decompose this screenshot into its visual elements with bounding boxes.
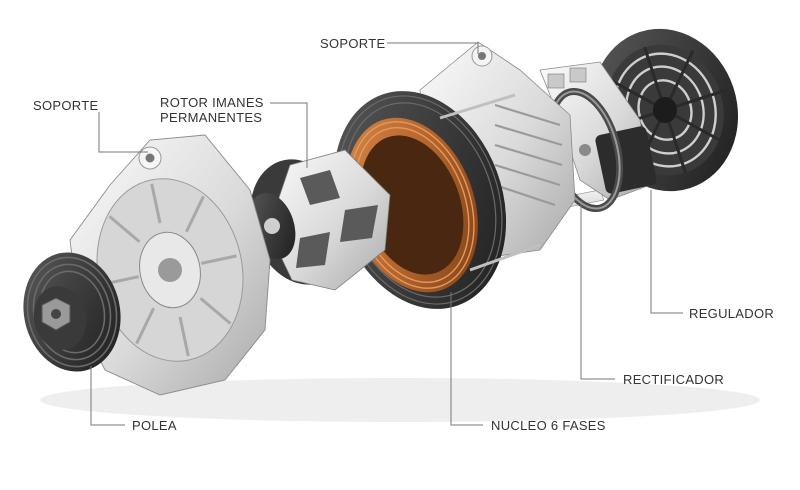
label-rectificador: RECTIFICADOR (623, 372, 725, 387)
leader-rectificador (580, 205, 615, 380)
pulley (23, 252, 121, 372)
leader-soporte-top (387, 42, 479, 54)
label-soporte-top: SOPORTE (320, 36, 386, 51)
label-rotor-line1: ROTOR IMANES (160, 95, 264, 110)
label-rotor-line2: PERMANENTES (160, 110, 263, 125)
leader-regulador (650, 190, 683, 314)
leader-lines (90, 42, 683, 426)
rotor (248, 149, 391, 291)
leader-nucleo (450, 292, 483, 426)
label-soporte-left: SOPORTE (33, 98, 99, 113)
leader-soporte-left (98, 112, 148, 153)
label-nucleo: NUCLEO 6 FASES (491, 418, 606, 433)
rear-cover (591, 28, 739, 192)
front-support-housing (69, 134, 271, 396)
leader-polea (90, 366, 125, 426)
ground-shadow (40, 378, 760, 422)
label-rotor: ROTOR IMANES PERMANENTES (160, 95, 264, 125)
label-polea: POLEA (132, 418, 177, 433)
label-regulador: REGULADOR (689, 306, 775, 321)
leader-rotor (270, 102, 308, 168)
